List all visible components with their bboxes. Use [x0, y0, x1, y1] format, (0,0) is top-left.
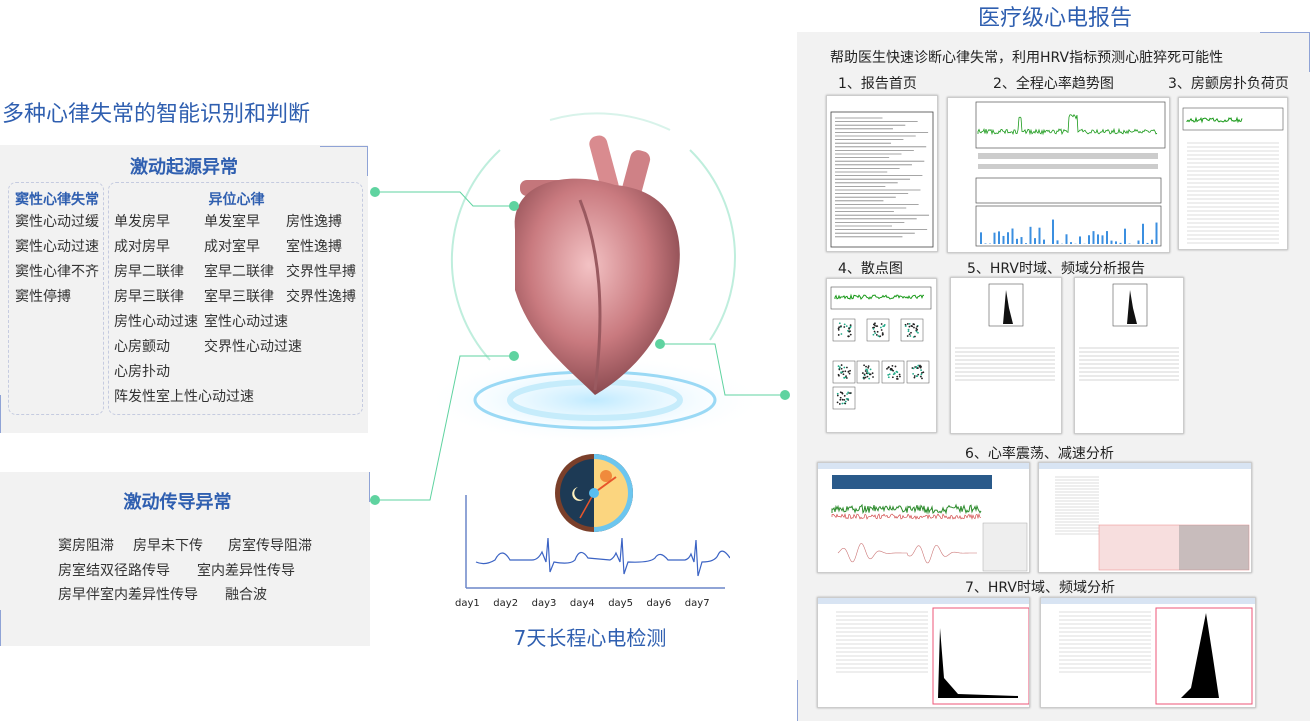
report-heading: 医疗级心电报告: [900, 0, 1210, 32]
ectopic-item: 房性心动过速: [114, 311, 198, 331]
thumb-hrv-1[interactable]: [817, 597, 1030, 708]
thumb-hrv-2[interactable]: [1040, 597, 1256, 708]
ectopic-title: 异位心律: [109, 189, 364, 209]
conduction-item: 房早伴室内差异性传导: [58, 584, 198, 604]
ectopic-item: 房性逸搏: [286, 211, 342, 231]
ectopic-item: 单发房早: [114, 211, 170, 231]
sinus-item: 窦性停搏: [15, 286, 71, 306]
conduction-title: 激动传导异常: [0, 488, 355, 514]
section-label-hrv: 7、HRV时域、频域分析: [965, 577, 1115, 597]
ectopic-item: 心房扑动: [114, 361, 170, 381]
conduction-item: 融合波: [225, 584, 267, 604]
connector-dot: [780, 390, 790, 400]
thumb-hrv-report-time[interactable]: [950, 277, 1062, 434]
section-label-scatter: 4、散点图: [838, 258, 903, 278]
conduction-item: 房早未下传: [133, 535, 203, 555]
connector-dot: [370, 187, 380, 197]
conduction-item: 房室传导阻滞: [228, 535, 312, 555]
day-label: day6: [647, 598, 672, 609]
day-label: day2: [493, 598, 518, 609]
sinus-item: 窦性心动过速: [15, 236, 99, 256]
origin-panel: 激动起源异常 窦性心律失常 异位心律 窦性心动过缓窦性心动过速窦性心律不齐窦性停…: [0, 145, 368, 433]
sinus-item: 窦性心动过缓: [15, 211, 99, 231]
connector-dot: [370, 495, 380, 505]
ectopic-item: 阵发性室上性心动过速: [114, 386, 254, 406]
thumb-af-burden[interactable]: [1178, 97, 1288, 250]
ectopic-item: 房早二联律: [114, 261, 184, 281]
conduction-item: 窦房阻滞: [58, 535, 114, 555]
origin-title: 激动起源异常: [0, 153, 368, 179]
monitoring-title: 7天长程心电检测: [490, 622, 690, 651]
day-label: day5: [608, 598, 633, 609]
thumb-hrt-1[interactable]: [817, 462, 1030, 573]
section-label-af: 3、房颤房扑负荷页: [1168, 73, 1289, 93]
report-subtitle: 帮助医生快速诊断心律失常，利用HRV指标预测心脏猝死可能性: [830, 47, 1223, 67]
day-label: day1: [455, 598, 480, 609]
thumb-hrv-report-freq[interactable]: [1074, 277, 1184, 434]
section-label-hrt: 6、心率震荡、减速分析: [965, 443, 1114, 463]
ectopic-item: 室早三联律: [204, 286, 274, 306]
connector-dot: [509, 201, 519, 211]
ecg-trace: [476, 538, 730, 576]
thumb-scatter[interactable]: [826, 278, 937, 433]
sinus-title: 窦性心律失常: [15, 189, 99, 209]
heart-icon: [515, 134, 680, 395]
section-label-cover: 1、报告首页: [838, 73, 917, 93]
connector-dot: [509, 351, 519, 361]
ectopic-item: 室性心动过速: [204, 311, 288, 331]
ectopic-item: 成对室早: [204, 236, 260, 256]
conduction-panel: 激动传导异常 窦房阻滞房早未下传 房室传导阻滞房室结双径路传导 室内差异性传导房早伴…: [0, 472, 370, 646]
ecg-chart: [460, 490, 730, 600]
left-heading: 多种心律失常的智能识别和判断: [2, 96, 310, 128]
ectopic-item: 交界性心动过速: [204, 336, 302, 356]
ectopic-item: 室早二联律: [204, 261, 274, 281]
thumb-hr-trend[interactable]: [947, 97, 1170, 253]
conduction-item: 室内差异性传导: [197, 560, 295, 580]
ectopic-item: 交界性早搏: [286, 261, 356, 281]
ectopic-item: 单发室早: [204, 211, 260, 231]
ectopic-item: 室性逸搏: [286, 236, 342, 256]
section-label-trend: 2、全程心率趋势图: [993, 73, 1114, 93]
day-label: day4: [570, 598, 595, 609]
thumb-hrt-2[interactable]: [1038, 462, 1252, 573]
sinus-item: 窦性心律不齐: [15, 261, 99, 281]
section-label-hrv-report: 5、HRV时域、频域分析报告: [967, 258, 1145, 278]
ectopic-item: 心房颤动: [114, 336, 170, 356]
day-label: day7: [685, 598, 710, 609]
connector-dot: [655, 339, 665, 349]
ectopic-item: 交界性逸搏: [286, 286, 356, 306]
thumb-report-cover[interactable]: [826, 95, 938, 252]
ectopic-item: 成对房早: [114, 236, 170, 256]
day-label: day3: [532, 598, 557, 609]
ectopic-item: 房早三联律: [114, 286, 184, 306]
conduction-item: 房室结双径路传导: [58, 560, 170, 580]
